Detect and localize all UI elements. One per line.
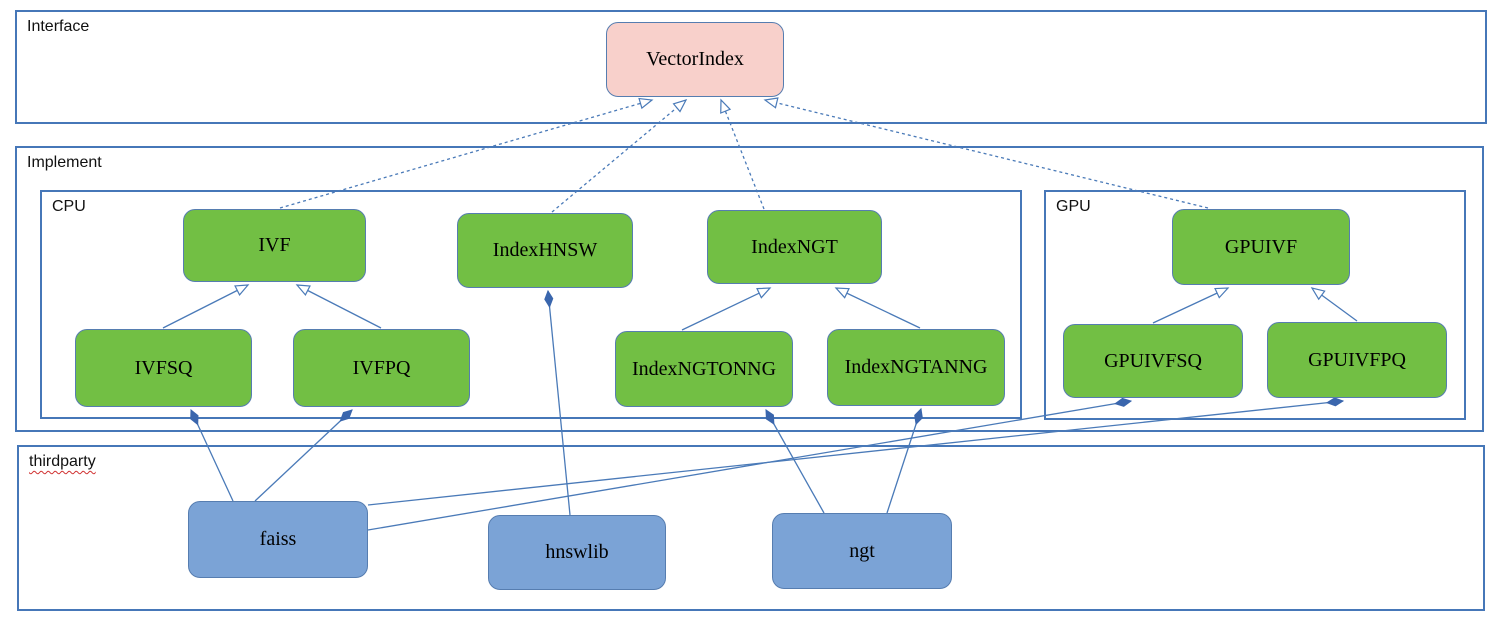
node-indexngt-label: IndexNGT	[751, 235, 838, 258]
node-indexhnsw[interactable]: IndexHNSW	[457, 213, 633, 288]
node-gpuivfsq-label: GPUIVFSQ	[1104, 349, 1202, 372]
container-implement-label: Implement	[27, 154, 102, 171]
node-vectorindex-label: VectorIndex	[646, 48, 744, 70]
node-indexhnsw-label: IndexHNSW	[492, 239, 598, 261]
node-indexngtonng-label: IndexNGTONNG	[631, 357, 777, 380]
node-ngt[interactable]: ngt	[772, 513, 952, 589]
node-ivfsq-label: IVFSQ	[134, 356, 193, 379]
node-hnswlib[interactable]: hnswlib	[488, 515, 666, 590]
node-gpuivf-label: GPUIVF	[1224, 235, 1298, 258]
node-ngt-label: ngt	[849, 539, 875, 562]
node-ivfpq-label: IVFPQ	[352, 356, 411, 379]
node-gpuivfsq[interactable]: GPUIVFSQ	[1063, 324, 1243, 398]
node-indexngtanng[interactable]: IndexNGTANNG	[827, 329, 1005, 406]
container-interface-label: Interface	[27, 18, 90, 35]
node-faiss-label: faiss	[259, 528, 297, 550]
container-thirdparty-label: thirdparty	[29, 453, 96, 470]
container-gpu-label: GPU	[1056, 198, 1091, 215]
container-cpu-label: CPU	[52, 198, 86, 215]
node-indexngtonng[interactable]: IndexNGTONNG	[615, 331, 793, 407]
node-ivfsq[interactable]: IVFSQ	[75, 329, 252, 407]
node-ivfpq[interactable]: IVFPQ	[293, 329, 470, 407]
node-vectorindex[interactable]: VectorIndex	[606, 22, 784, 97]
node-gpuivfpq[interactable]: GPUIVFPQ	[1267, 322, 1447, 398]
node-ivf-label: IVF	[258, 234, 291, 256]
node-gpuivf[interactable]: GPUIVF	[1172, 209, 1350, 285]
node-hnswlib-label: hnswlib	[545, 541, 609, 563]
node-indexngt[interactable]: IndexNGT	[707, 210, 882, 284]
node-faiss[interactable]: faiss	[188, 501, 368, 578]
node-ivf[interactable]: IVF	[183, 209, 366, 282]
node-indexngtanng-label: IndexNGTANNG	[844, 356, 988, 378]
node-gpuivfpq-label: GPUIVFPQ	[1308, 348, 1406, 371]
